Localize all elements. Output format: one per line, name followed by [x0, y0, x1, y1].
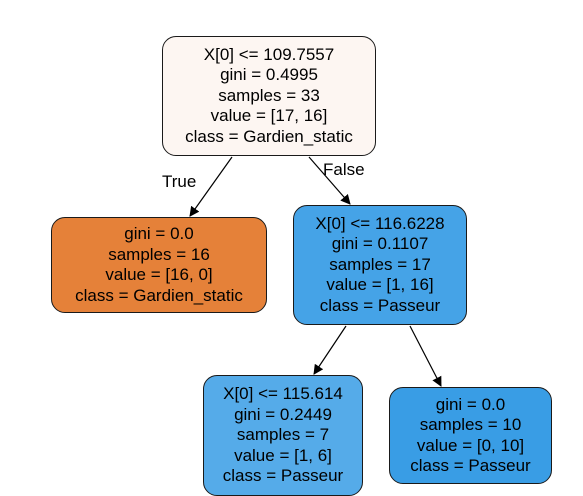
tree-node-root: X[0] <= 109.7557 gini = 0.4995 samples =…	[162, 36, 376, 156]
edge-label-false: False	[323, 160, 365, 179]
node-samples: samples = 33	[218, 85, 320, 105]
node-gini: gini = 0.4995	[220, 65, 318, 85]
node-gini: gini = 0.1107	[331, 234, 429, 254]
edge-label-true: True	[162, 172, 197, 191]
edge-right-split-to-right-left-split	[313, 325, 347, 375]
tree-node-left-leaf: gini = 0.0 samples = 16 value = [16, 0] …	[51, 217, 267, 313]
node-class: class = Passeur	[222, 466, 344, 486]
node-gini: gini = 0.0	[435, 394, 506, 414]
node-split-rule: X[0] <= 109.7557	[203, 44, 335, 64]
node-value: value = [17, 16]	[210, 106, 328, 126]
node-value: value = [1, 16]	[326, 275, 434, 295]
edge-root-to-left-leaf	[189, 156, 233, 217]
node-samples: samples = 17	[329, 254, 431, 274]
tree-node-right-right-leaf: gini = 0.0 samples = 10 value = [0, 10] …	[389, 387, 552, 484]
node-samples: samples = 10	[419, 415, 522, 434]
node-gini: gini = 0.0	[124, 224, 194, 243]
node-value: value = [1, 6]	[234, 445, 332, 465]
node-samples: samples = 16	[108, 244, 210, 264]
node-value: value = [16, 0]	[105, 265, 213, 284]
node-gini: gini = 0.2449	[234, 404, 332, 424]
node-class: class = Passeur	[319, 295, 441, 315]
node-class: class = Gardien_static	[185, 126, 353, 146]
tree-node-right-left-split: X[0] <= 115.614 gini = 0.2449 samples = …	[203, 375, 363, 496]
node-value: value = [0, 10]	[416, 435, 525, 455]
tree-node-right-split: X[0] <= 116.6228 gini = 0.1107 samples =…	[293, 205, 467, 325]
node-samples: samples = 7	[236, 425, 330, 445]
node-split-rule: X[0] <= 116.6228	[315, 213, 445, 233]
node-split-rule: X[0] <= 115.614	[223, 384, 343, 404]
edge-right-split-to-right-right-leaf	[409, 325, 442, 387]
edge-root-to-right-split	[308, 156, 351, 205]
node-class: class = Gardien_static	[75, 285, 243, 305]
node-class: class = Passeur	[410, 456, 531, 475]
